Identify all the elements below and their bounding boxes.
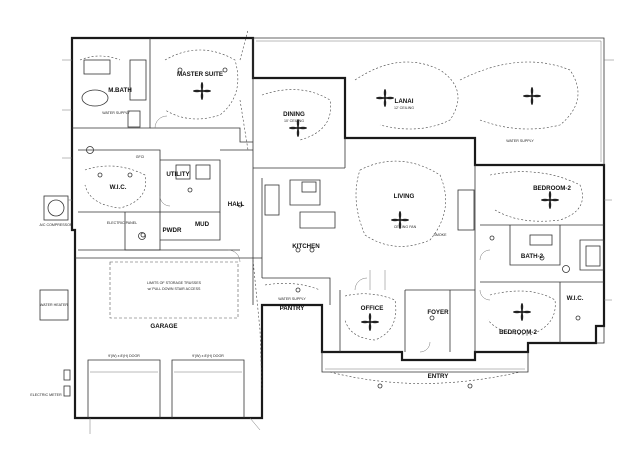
ceiling-fan-icon	[376, 89, 394, 107]
ceiling-fan-icon	[289, 119, 307, 137]
wiring-arcs	[79, 29, 583, 391]
garage-details	[87, 261, 245, 418]
note-gfci: GFCI	[136, 155, 145, 159]
interior-walls	[72, 38, 605, 352]
ceiling-fan-icon	[193, 82, 211, 100]
room-label-m-bath: M.BATH	[108, 87, 132, 94]
switch-leaders	[62, 59, 614, 434]
exterior-walls	[70, 36, 606, 420]
room-label-pwdr: PWDR	[163, 227, 182, 234]
room-label-pantry: PANTRY	[280, 305, 306, 312]
room-label-hall: HALL	[228, 201, 245, 208]
room-label-master-suite: MASTER SUITE	[177, 71, 223, 78]
room-label-dining: DINING	[283, 111, 305, 118]
note-ceiling-12: 12' CEILING	[394, 106, 414, 110]
ceiling-fan-icon	[361, 313, 379, 331]
note-ceiling-fan: CEILING FAN	[394, 225, 417, 229]
ceiling-fan-icon	[541, 191, 559, 209]
note-attic-storage: LIMITS OF STORAGE TRUSSES	[147, 281, 202, 285]
door-swings	[154, 115, 491, 353]
room-label-kitchen: KITCHEN	[292, 243, 320, 250]
plan-notes: LIMITS OF STORAGE TRUSSES w/ PULL DOWN S…	[30, 106, 534, 397]
room-label-utility: UTILITY	[166, 171, 190, 178]
room-label-bedroom-2-upper: BEDROOM-2	[533, 185, 571, 192]
room-labels: MASTER SUITE M.BATH DINING LANAI LIVING …	[108, 71, 584, 380]
note-garage-door-left: 9'(W) x 8'(H) DOOR	[108, 354, 140, 358]
room-label-foyer: FOYER	[427, 309, 449, 316]
room-label-entry: ENTRY	[428, 373, 450, 380]
porch	[321, 326, 605, 373]
note-water-supply-bedroom: WATER SUPPLY	[506, 139, 534, 143]
note-electric-meter: ELECTRIC METER	[30, 393, 62, 397]
note-garage-door-right: 9'(W) x 8'(H) DOOR	[192, 354, 224, 358]
note-ac-compressor: A/C COMPRESSOR	[40, 223, 73, 227]
note-ceiling-10: 10' CEILING	[284, 119, 304, 123]
room-label-garage: GARAGE	[150, 323, 177, 330]
note-water-supply-pantry: WATER SUPPLY	[278, 297, 306, 301]
room-label-bedroom-2-lower: BEDROOM-2	[499, 329, 537, 336]
room-label-living: LIVING	[394, 193, 415, 200]
note-electric-panel: ELECTRIC PANEL	[107, 221, 137, 225]
room-label-wic-right: W.I.C.	[567, 295, 584, 302]
light-fixture-markers	[97, 67, 581, 389]
note-water-supply-master: WATER SUPPLY	[102, 111, 130, 115]
ceiling-fan-icon	[391, 211, 409, 229]
note-water-heater: WATER HEATER	[40, 303, 68, 307]
ceiling-fan-icon	[523, 87, 541, 105]
ceiling-fans	[193, 82, 559, 331]
note-attic-stair: w/ PULL DOWN STAIR ACCESS	[148, 287, 201, 291]
room-label-bath-2: BATH-2	[521, 253, 544, 260]
room-label-wic-main: W.I.C.	[110, 184, 127, 191]
room-label-mud: MUD	[195, 221, 210, 228]
ceiling-fan-icon	[513, 303, 531, 321]
room-label-lanai: LANAI	[395, 98, 414, 105]
room-label-office: OFFICE	[361, 305, 384, 312]
fixtures	[39, 59, 601, 397]
note-smoke: SMOKE	[434, 233, 448, 237]
